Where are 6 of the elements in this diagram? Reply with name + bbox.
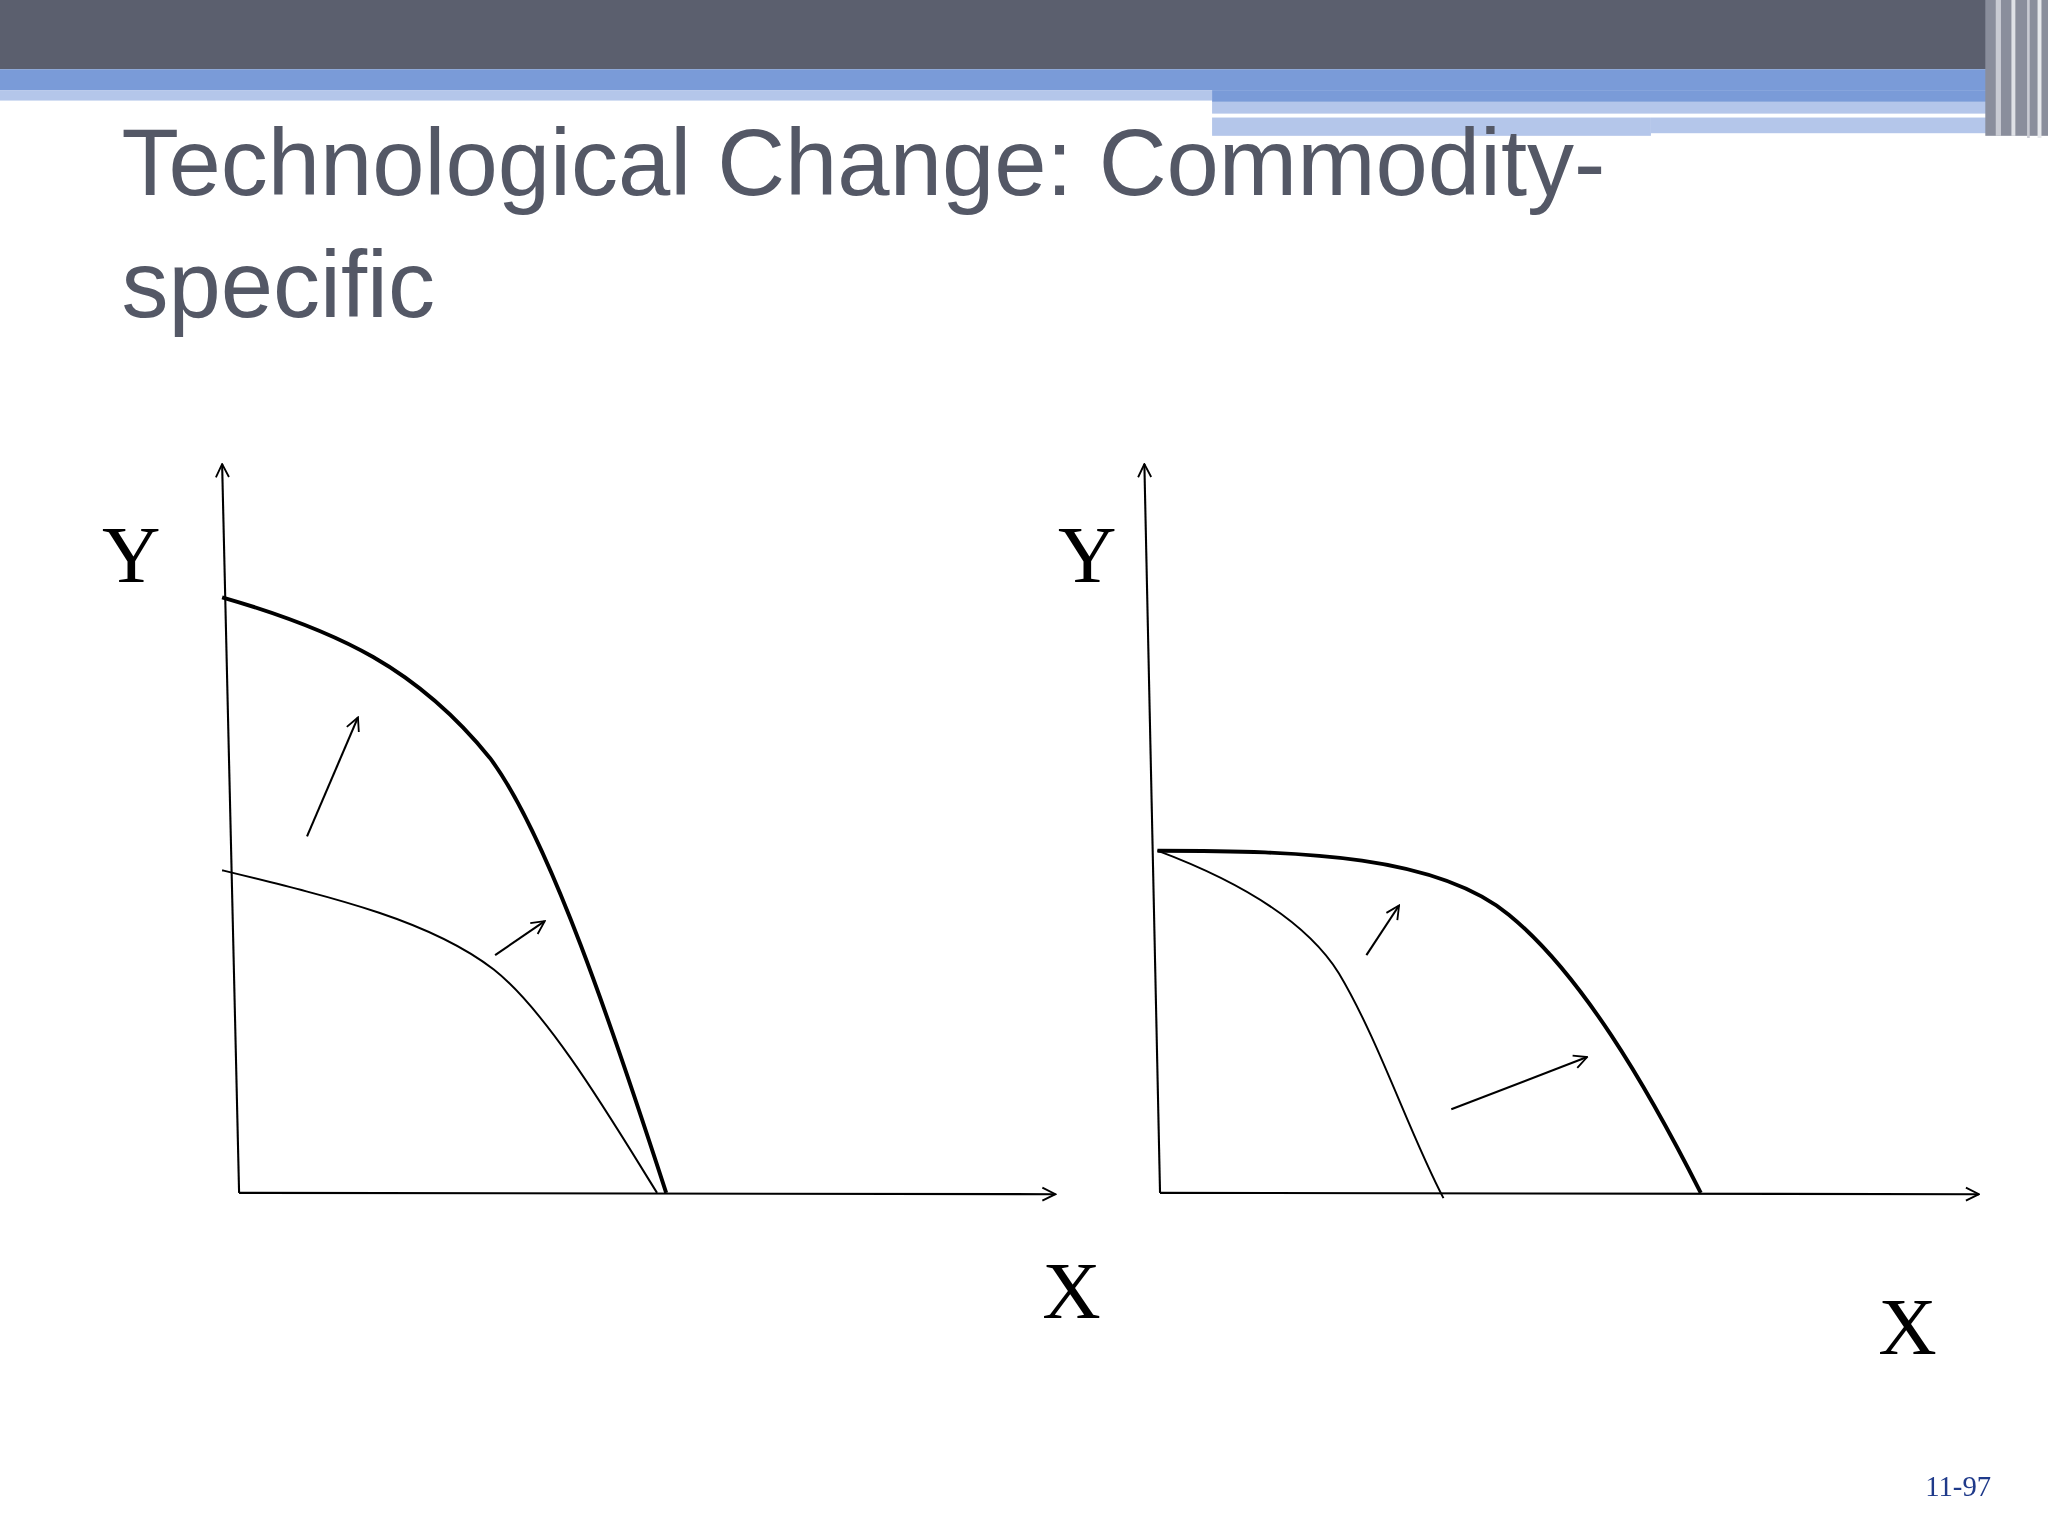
axis-label: X xyxy=(1042,1251,1101,1333)
axis-label: Y xyxy=(1057,514,1117,596)
slide-title: Technological Change: Commodity-specific xyxy=(121,108,1607,339)
axis-label: Y xyxy=(101,514,161,596)
axis-label: X xyxy=(1878,1286,1937,1368)
page-number: 11-97 xyxy=(1925,1472,1992,1501)
